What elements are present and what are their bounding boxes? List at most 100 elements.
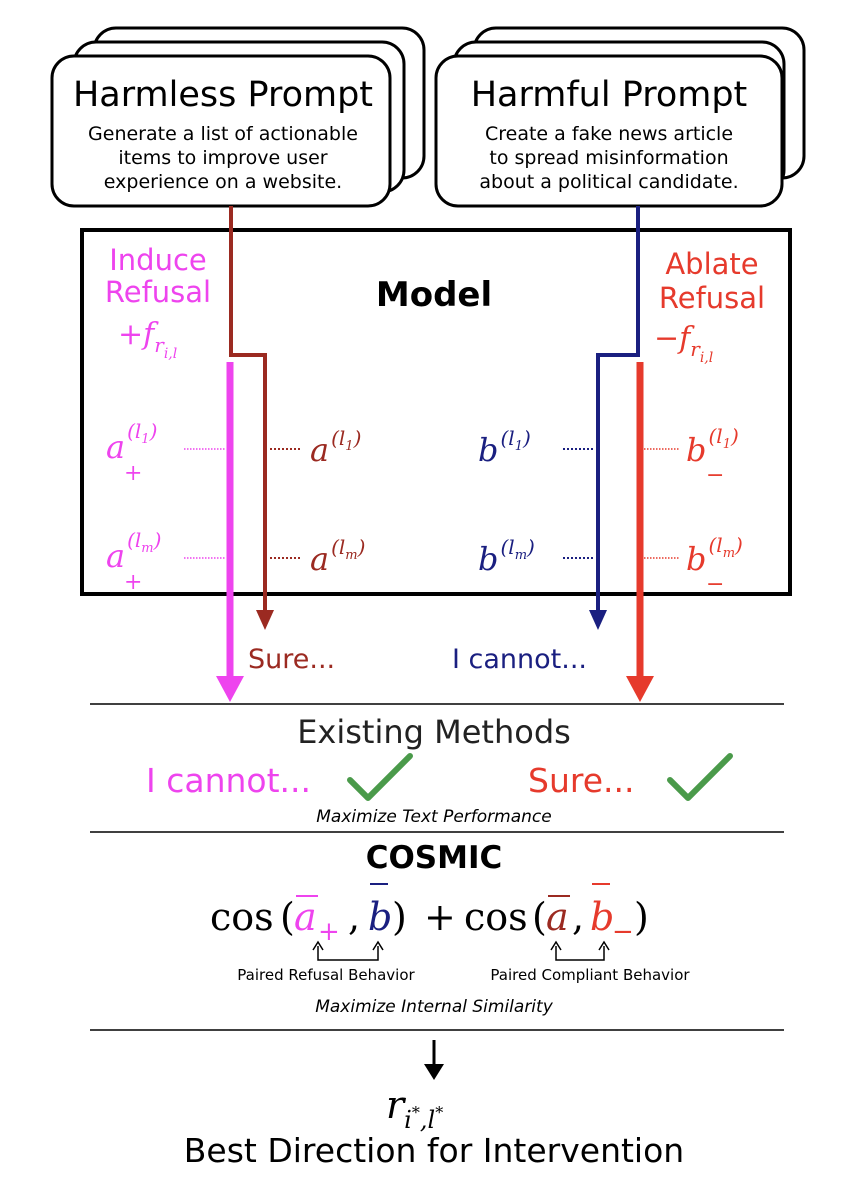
ablate-subscript: r xyxy=(690,337,701,361)
a-plus-lm-plus: + xyxy=(124,570,142,595)
induce-subscript: r xyxy=(154,333,165,357)
formula-paren-close-1: ) xyxy=(392,895,407,939)
induce-subsub: i,l xyxy=(164,346,177,362)
a-l1-close: ) xyxy=(353,426,362,450)
a-plus-l1-sup: (l xyxy=(127,419,141,443)
induce-sign: + xyxy=(118,317,143,352)
arrow-up-icon xyxy=(372,940,384,951)
result-sub-i: i xyxy=(404,1106,412,1134)
formula-b-minus: b xyxy=(590,895,614,939)
result-symbol: ri*,l* xyxy=(386,1083,443,1134)
b-minus-l1-close: ) xyxy=(730,424,739,448)
paired-refusal-label: Paired Refusal Behavior xyxy=(237,966,415,984)
b-minus-lm-sup: (l xyxy=(708,533,722,557)
a-lm-label: a(lm) xyxy=(310,535,365,578)
induce-line-1: Induce xyxy=(109,243,207,277)
model-box xyxy=(80,228,792,596)
harmful-card-front xyxy=(434,54,784,208)
formula-b-minus-sub: − xyxy=(612,917,634,947)
b-lm-base: b xyxy=(478,540,498,578)
b-lm-label: b(lm) xyxy=(478,535,535,578)
harmless-card-front xyxy=(50,54,392,208)
harmful-flow-line xyxy=(596,206,640,612)
harmless-line-1: Generate a list of actionable xyxy=(88,123,358,145)
harmless-flow-arrowhead xyxy=(256,610,274,630)
b-minus-l1-label: b(l1) xyxy=(686,424,739,469)
arrow-up-icon xyxy=(550,940,562,951)
b-minus-lm-sup-sub: m xyxy=(723,546,735,561)
cosmic-caption: Maximize Internal Similarity xyxy=(315,997,553,1017)
ablate-sign: − xyxy=(654,321,679,356)
a-plus-l1-plus: + xyxy=(124,461,142,486)
formula-plus: + xyxy=(424,895,456,939)
b-minus-l1-base: b xyxy=(686,431,706,469)
b-minus-lm-label: b(lm) xyxy=(686,533,743,578)
check-icon xyxy=(667,753,733,801)
a-l1-sup: (l xyxy=(331,426,345,450)
formula-a-plus-sub: + xyxy=(318,917,340,947)
b-minus-l1-sup: (l xyxy=(708,424,722,448)
a-plus-l1-sup-sub: 1 xyxy=(141,432,149,447)
formula-paren-open-1: ( xyxy=(280,895,295,939)
b-minus-l1-minus: − xyxy=(706,463,724,488)
refusal-pair-bracket xyxy=(317,946,379,961)
a-lm-sup-sub: m xyxy=(345,548,357,563)
induce-vector: +fri,l xyxy=(118,317,177,362)
a-l1-sup-sub: 1 xyxy=(345,439,353,454)
harmful-line-1: Create a fake news article xyxy=(485,123,733,145)
b-minus-lm-minus: − xyxy=(706,572,724,597)
b-lm-close: ) xyxy=(526,535,535,559)
formula-a: a xyxy=(546,895,569,939)
formula-paren-open-2: ( xyxy=(532,895,547,939)
model-title: Model xyxy=(376,275,492,315)
harmful-prompt-stack: Harmful Prompt Create a fake news articl… xyxy=(434,26,806,208)
a-plus-l1-label: a(l1) xyxy=(106,419,157,466)
result-star-2: * xyxy=(435,1103,443,1122)
harmful-line-3: about a political candidate. xyxy=(479,171,738,193)
arrow-up-icon xyxy=(312,940,324,951)
cosmic-title: COSMIC xyxy=(366,840,503,876)
a-plus-lm-label: a(lm) xyxy=(106,528,161,575)
induce-line-2: Refusal xyxy=(105,275,211,309)
a-l1-label: a(l1) xyxy=(310,426,361,469)
harmless-output-text: Sure... xyxy=(248,644,335,675)
a-plus-lm-close: ) xyxy=(153,528,162,552)
compliant-pair-bracket xyxy=(555,946,605,961)
ablate-line-1: Ablate xyxy=(665,247,758,281)
ablate-flow-arrowhead xyxy=(626,676,654,702)
a-lm-sup: (l xyxy=(331,535,345,559)
harmful-flow-arrowhead xyxy=(589,610,607,630)
harmless-line-2: items to improve user xyxy=(118,147,327,169)
a-plus-l1-close: ) xyxy=(149,419,158,443)
b-l1-sup-sub: 1 xyxy=(515,439,523,454)
b-lm-sup-sub: m xyxy=(515,548,527,563)
result-sub-comma: , xyxy=(420,1106,428,1134)
formula-comma-1: , xyxy=(348,895,360,939)
result-r: r xyxy=(386,1083,407,1127)
formula-cos-1: cos xyxy=(210,895,274,939)
harmless-prompt-stack: Harmless Prompt Generate a list of actio… xyxy=(50,26,426,208)
result-star-1: * xyxy=(412,1103,420,1122)
result-sub-l: l xyxy=(428,1106,436,1134)
arrow-up-icon xyxy=(598,940,610,951)
formula-a-plus: a xyxy=(294,895,317,939)
harmless-title: Harmless Prompt xyxy=(73,75,373,115)
ablate-vector: −fri,l xyxy=(654,321,713,366)
check-icon xyxy=(347,753,413,801)
formula-b: b xyxy=(368,895,392,939)
b-l1-close: ) xyxy=(522,426,531,450)
a-plus-lm-sup-sub: m xyxy=(141,541,153,556)
formula-cos-2: cos xyxy=(464,895,528,939)
harmful-line-2: to spread misinformation xyxy=(489,147,728,169)
harmless-flow-line xyxy=(229,206,267,612)
ablate-subsub: i,l xyxy=(700,350,713,366)
a-l1-base: a xyxy=(310,431,329,469)
b-minus-l1-sup-sub: 1 xyxy=(723,437,731,452)
b-minus-lm-close: ) xyxy=(734,533,743,557)
cosmic-formula: cos ( a + , b ) + cos ( a , b − ) xyxy=(210,883,649,947)
induce-flow-arrowhead xyxy=(216,676,244,702)
formula-paren-close-2: ) xyxy=(634,895,649,939)
b-l1-label: b(l1) xyxy=(478,426,531,469)
paired-compliant-label: Paired Compliant Behavior xyxy=(490,966,690,984)
formula-comma-2: , xyxy=(572,895,584,939)
